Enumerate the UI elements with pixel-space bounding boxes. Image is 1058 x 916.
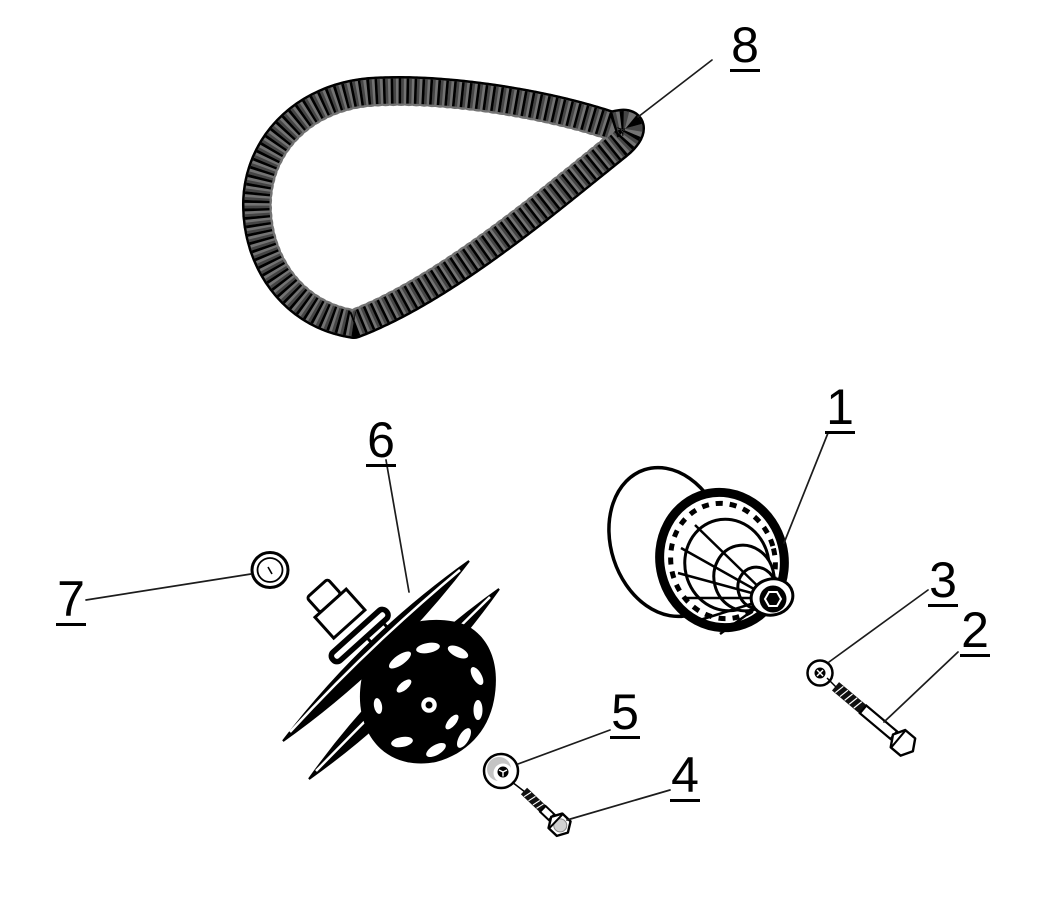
callout-label-2: 2 — [960, 602, 990, 658]
small-washer-icon — [806, 659, 834, 687]
callout-label-8: 8 — [730, 17, 760, 73]
leader-line-4 — [566, 789, 671, 821]
short-hex-bolt-icon — [511, 781, 572, 838]
callout-label-4: 4 — [670, 747, 700, 803]
large-washer-icon — [482, 752, 520, 790]
callout-label-6: 6 — [366, 412, 396, 468]
leader-line-1 — [783, 432, 829, 544]
leader-line-5 — [517, 729, 611, 765]
callout-label-3: 3 — [928, 552, 958, 608]
leader-line-3 — [828, 589, 929, 663]
secondary-clutch-icon — [282, 560, 500, 780]
leader-line-6 — [385, 459, 410, 593]
callout-label-7: 7 — [56, 571, 86, 627]
callout-label-5: 5 — [610, 684, 640, 740]
drive-belt-icon — [241, 76, 645, 339]
leader-line-2 — [883, 651, 959, 723]
seal-ring-icon — [250, 551, 290, 589]
primary-clutch-icon — [607, 465, 795, 636]
long-hex-bolt-icon — [826, 677, 917, 757]
leader-line-8 — [637, 59, 713, 118]
leader-lines — [85, 59, 959, 821]
callout-label-1: 1 — [825, 379, 855, 435]
leader-line-7 — [85, 573, 252, 601]
